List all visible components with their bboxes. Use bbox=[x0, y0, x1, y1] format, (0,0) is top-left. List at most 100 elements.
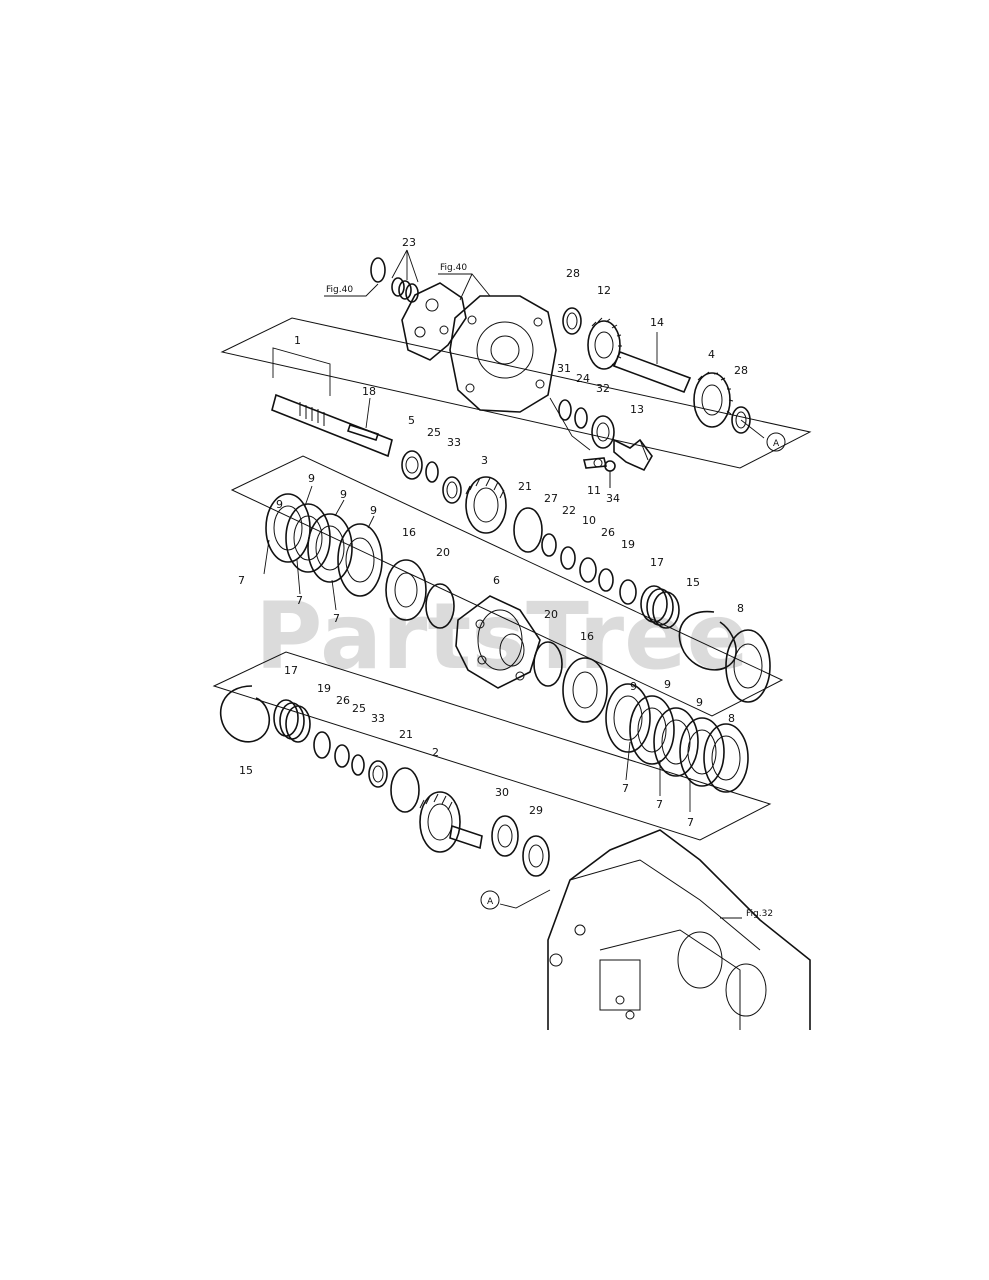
clutch-pack-left bbox=[263, 485, 383, 611]
callout-25-lower: 25 bbox=[352, 702, 366, 715]
part-3-hub bbox=[465, 476, 507, 534]
reference-mark-a-bottom-label: A bbox=[487, 897, 494, 907]
callout-18: 18 bbox=[362, 385, 376, 398]
part-8-plate-upper bbox=[725, 629, 771, 703]
callout-9-a: 9 bbox=[308, 472, 315, 485]
part-16-piston-lower bbox=[562, 657, 608, 723]
callout-31: 31 bbox=[557, 362, 571, 375]
callout-3: 3 bbox=[481, 454, 488, 467]
callout-7-c: 7 bbox=[333, 612, 340, 625]
callout-9-b: 9 bbox=[276, 498, 283, 511]
callout-1: 1 bbox=[294, 334, 301, 347]
callout-16-upper: 16 bbox=[402, 526, 416, 539]
part-23-seal-group bbox=[370, 249, 419, 303]
part-6-clutch-drum bbox=[455, 595, 541, 689]
callout-28-right: 28 bbox=[734, 364, 748, 377]
callout-7-b: 7 bbox=[296, 594, 303, 607]
part-26-ring-lower bbox=[334, 744, 350, 768]
part-10-bearing bbox=[579, 557, 597, 583]
callout-23: 23 bbox=[402, 236, 416, 249]
part-14-shaft bbox=[612, 332, 692, 394]
part-24-ring bbox=[574, 407, 588, 429]
part-4-gear bbox=[693, 371, 734, 428]
bracket-casting bbox=[401, 282, 467, 361]
figure-ref-fig40-left: Fig.40 bbox=[326, 285, 353, 295]
callout-12: 12 bbox=[597, 284, 611, 297]
callout-14: 14 bbox=[650, 316, 664, 329]
callout-24: 24 bbox=[576, 372, 590, 385]
part-32-bearing bbox=[591, 415, 615, 449]
housing-casting bbox=[438, 273, 557, 413]
callout-28-top: 28 bbox=[566, 267, 580, 280]
reference-mark-a-bottom bbox=[480, 890, 500, 910]
part-25-ring-lower bbox=[351, 754, 365, 776]
clutch-pack-right bbox=[605, 683, 749, 812]
part-15-snap-ring-upper bbox=[678, 610, 737, 671]
callout-7-d: 7 bbox=[622, 782, 629, 795]
figure-ref-fig40-top: Fig.40 bbox=[440, 263, 467, 273]
callout-19-upper: 19 bbox=[621, 538, 635, 551]
part-21-snap-ring-upper bbox=[513, 507, 543, 553]
part-25-ring-upper bbox=[425, 461, 439, 483]
callout-10: 10 bbox=[582, 514, 596, 527]
callout-7-f: 7 bbox=[687, 816, 694, 829]
callout-5: 5 bbox=[408, 414, 415, 427]
callout-9-d: 9 bbox=[370, 504, 377, 517]
part-34-bolt bbox=[604, 460, 616, 488]
callout-26-upper: 26 bbox=[601, 526, 615, 539]
part-12-gear bbox=[587, 317, 622, 370]
part-20-ring-upper bbox=[425, 583, 455, 629]
part-2-output-gear bbox=[419, 791, 483, 853]
frame-middle-assembly bbox=[230, 455, 784, 717]
callout-26-lower: 26 bbox=[336, 694, 350, 707]
callout-9-c: 9 bbox=[340, 488, 347, 501]
frame-upper-assembly bbox=[220, 317, 812, 469]
callout-17-lower: 17 bbox=[284, 664, 298, 677]
callout-4: 4 bbox=[708, 348, 715, 361]
callout-21-lower: 21 bbox=[399, 728, 413, 741]
part-28-bearing-right bbox=[731, 406, 751, 434]
callout-30: 30 bbox=[495, 786, 509, 799]
callout-33-lower: 33 bbox=[371, 712, 385, 725]
callout-27: 27 bbox=[544, 492, 558, 505]
part-22-ring bbox=[560, 546, 576, 570]
callout-20-upper: 20 bbox=[436, 546, 450, 559]
callout-20-lower: 20 bbox=[544, 608, 558, 621]
part-26-ring-upper bbox=[598, 568, 614, 592]
callout-29: 29 bbox=[529, 804, 543, 817]
part-31-ring bbox=[558, 399, 572, 421]
callout-19-lower: 19 bbox=[317, 682, 331, 695]
part-33-bearing-upper bbox=[442, 476, 462, 504]
callout-15-upper: 15 bbox=[686, 576, 700, 589]
callout-11: 11 bbox=[587, 484, 601, 497]
part-11-pin bbox=[582, 457, 608, 469]
callout-8-upper: 8 bbox=[737, 602, 744, 615]
part-19-ring-lower bbox=[313, 731, 331, 759]
part-20-ring-lower bbox=[533, 641, 563, 687]
callout-17-upper: 17 bbox=[650, 556, 664, 569]
reference-mark-a-right-label: A bbox=[773, 439, 780, 449]
callout-32: 32 bbox=[596, 382, 610, 395]
part-29-bearing bbox=[522, 835, 550, 877]
callout-33-upper: 33 bbox=[447, 436, 461, 449]
part-17-spring-upper bbox=[640, 585, 680, 629]
part-21-snap-ring-lower bbox=[390, 767, 420, 813]
part-33-bearing-lower bbox=[368, 760, 388, 788]
frame-lower-assembly bbox=[212, 651, 772, 841]
part-19-ring-upper bbox=[619, 579, 637, 605]
part-15-snap-ring-lower bbox=[219, 685, 271, 743]
callout-16-lower: 16 bbox=[580, 630, 594, 643]
callout-9-g: 9 bbox=[696, 696, 703, 709]
figure-ref-fig32: Fig.32 bbox=[746, 909, 773, 919]
part-27-ring bbox=[541, 533, 557, 557]
callout-15-lower: 15 bbox=[239, 764, 253, 777]
part-16-piston-upper bbox=[385, 559, 427, 621]
part-28-bearing-top bbox=[562, 307, 582, 335]
callout-6: 6 bbox=[493, 574, 500, 587]
part-30-bearing bbox=[491, 815, 519, 857]
part-5-bearing bbox=[401, 450, 423, 480]
callout-13: 13 bbox=[630, 403, 644, 416]
part-17-spring-lower bbox=[273, 699, 311, 743]
reference-mark-a-right bbox=[766, 432, 786, 452]
